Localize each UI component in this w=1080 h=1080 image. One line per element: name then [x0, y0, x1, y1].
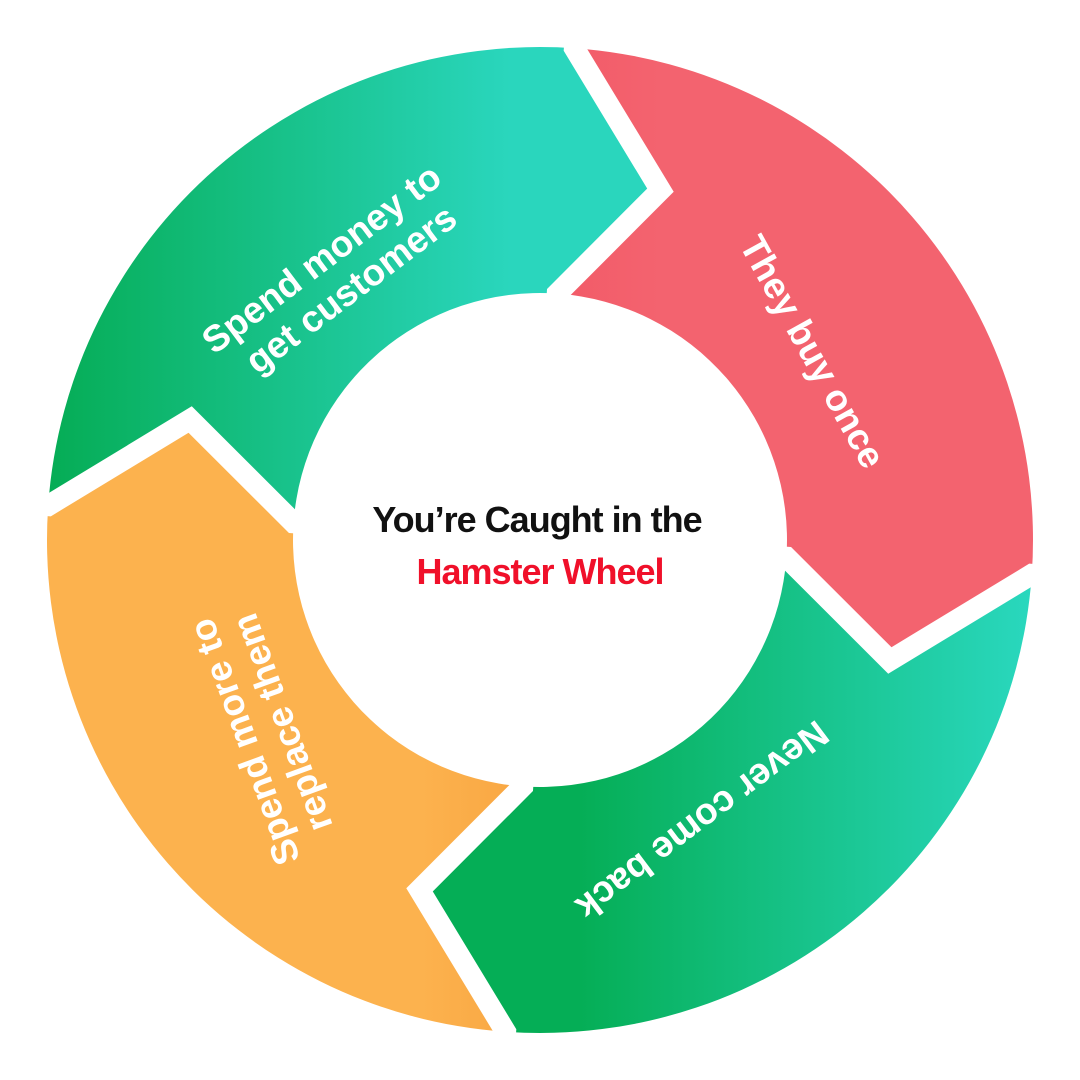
segment-they-buy-once	[419, 557, 1032, 1034]
segment-spend-more	[48, 46, 661, 523]
segment-spend-money	[557, 48, 1034, 661]
segment-divider	[406, 765, 535, 1053]
segment-divider	[765, 545, 1053, 674]
segment-divider	[27, 406, 315, 535]
segment-never-come-back	[46, 419, 523, 1032]
segment-divider	[545, 27, 674, 315]
title-line-1: You’re Caught in the	[372, 499, 701, 540]
title-line-2: Hamster Wheel	[416, 551, 663, 592]
